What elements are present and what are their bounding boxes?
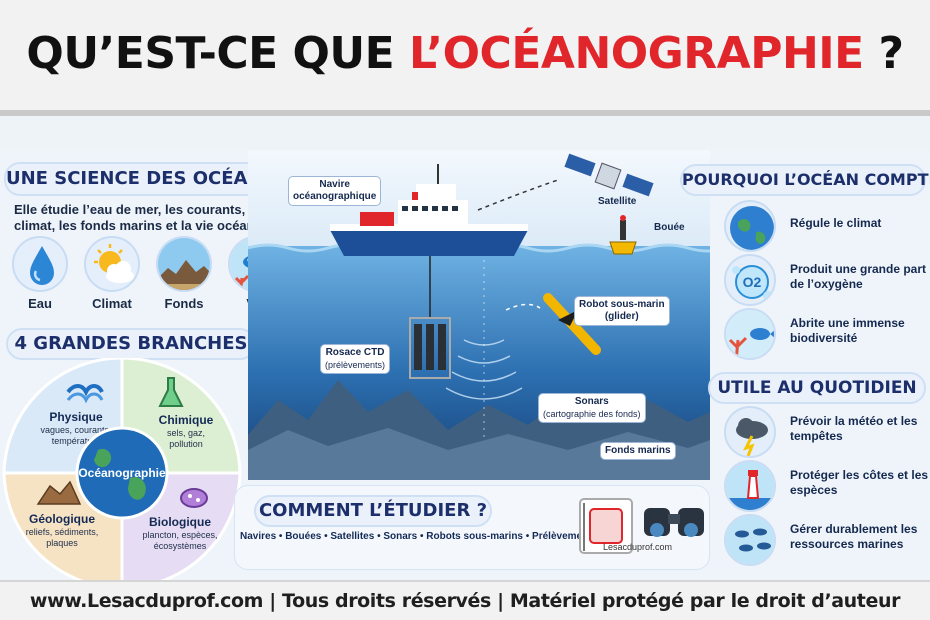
ctd-label-1: Rosace CTD xyxy=(325,347,385,358)
daily-item-coast: Protéger les côtes et les espèces xyxy=(724,460,930,512)
ocean-illustration xyxy=(247,150,729,480)
branch-title-physique: Physique xyxy=(49,410,103,424)
study-methods: Navires • Bouées • Satellites • Sonars •… xyxy=(240,531,598,542)
branch-title-chimique: Chimique xyxy=(159,413,214,427)
branch-sub-biologique-2: écosystèmes xyxy=(154,541,207,551)
page-title: QU’EST-CE QUE L’OCÉANOGRAPHIE ? xyxy=(0,28,930,79)
daily-text-resources: Gérer durablement les ressources marines xyxy=(790,522,918,551)
rock-icon xyxy=(36,480,82,505)
water-drop-icon xyxy=(12,236,68,292)
earth-icon xyxy=(724,200,776,252)
glider-label-2: (glider) xyxy=(604,311,639,322)
branch-sub-chimique-2: pollution xyxy=(169,439,203,449)
title-bar: QU’EST-CE QUE L’OCÉANOGRAPHIE ? xyxy=(0,0,930,116)
footer-text: www.Lesacduprof.com | Tous droits réserv… xyxy=(29,590,901,612)
buoy-icon xyxy=(609,215,637,255)
seabed-label: Fonds marins xyxy=(600,442,676,460)
why-item-biodiversity: Abrite une immense biodiversité xyxy=(724,308,930,360)
title-part-1: QU’EST-CE QUE xyxy=(26,28,409,79)
svg-text:O2: O2 xyxy=(743,274,762,290)
daily-item-resources: Gérer durablement les ressources marines xyxy=(724,514,930,566)
branches-center-label: Océanographie xyxy=(78,466,166,480)
sonar-callout: Sonars (cartographie des fonds) xyxy=(538,393,646,423)
why-item-climate: Régule le climat xyxy=(724,200,930,252)
notebook-logo-icon xyxy=(579,498,633,554)
title-divider xyxy=(0,110,930,116)
sonar-label-1: Sonars xyxy=(574,396,609,407)
sonar-label-2: (cartographie des fonds) xyxy=(543,409,641,419)
why-item-oxygen: O2 Produit une grande part de l’oxygène xyxy=(724,254,930,306)
why-heading: POURQUOI L’OCÉAN COMPTE xyxy=(680,164,930,196)
daily-text-weather: Prévoir la météo et les tempêtes xyxy=(790,414,918,443)
daily-item-weather: Prévoir la météo et les tempêtes xyxy=(724,406,930,458)
infographic-body: UNE SCIENCE DES OCÉANS Elle étudie l’eau… xyxy=(0,150,930,588)
icon-label-climat: Climat xyxy=(92,296,132,311)
satellite-icon xyxy=(564,153,654,197)
ocean-scene: Navire océanographique Satellite Bouée R… xyxy=(247,150,729,480)
coral-fish-icon xyxy=(724,308,776,360)
binoculars-icon xyxy=(644,508,704,537)
earth-globe-icon xyxy=(75,426,169,520)
seabed-icon xyxy=(156,236,212,292)
glider-icon xyxy=(543,293,601,355)
buoy-label: Bouée xyxy=(654,222,685,233)
wave-icon xyxy=(66,384,104,404)
title-part-2: L’OCÉANOGRAPHIE xyxy=(409,28,864,79)
ship-callout: Navire océanographique xyxy=(288,176,382,206)
branch-sub-chimique-1: sels, gaz, xyxy=(167,428,205,438)
branch-sub-biologique-1: plancton, espèces, xyxy=(142,530,217,540)
branch-sub-physique-2: température xyxy=(52,436,101,446)
ctd-rosette-icon xyxy=(409,256,451,379)
ctd-label-2: (prélèvements) xyxy=(325,360,386,370)
microbe-icon xyxy=(180,488,208,508)
oxygen-icon: O2 xyxy=(724,254,776,306)
flask-icon xyxy=(158,377,184,407)
why-text-biodiversity: Abrite une immense biodiversité xyxy=(790,316,905,345)
ctd-callout: Rosace CTD (prélèvements) xyxy=(320,344,391,374)
daily-text-coast: Protéger les côtes et les espèces xyxy=(790,468,929,497)
ship-label-1: Navire xyxy=(319,179,350,190)
storm-icon xyxy=(724,406,776,458)
glider-label-1: Robot sous-marin xyxy=(579,299,665,310)
icon-label-fonds: Fonds xyxy=(164,296,204,311)
branches-heading: 4 GRANDES BRANCHES xyxy=(6,328,256,360)
branches-wheel: Physique vagues, courants, température C… xyxy=(2,358,242,588)
branch-title-biologique: Biologique xyxy=(149,515,211,529)
branch-sub-geologique-1: reliefs, sédiments, xyxy=(26,527,99,537)
branch-sub-geologique-2: plaques xyxy=(46,538,78,548)
study-heading: COMMENT L’ÉTUDIER ? xyxy=(254,495,492,527)
science-description: Elle étudie l’eau de mer, les courants, … xyxy=(14,202,285,233)
lighthouse-icon xyxy=(724,460,776,512)
science-heading: UNE SCIENCE DES OCÉANS xyxy=(4,162,275,196)
glider-callout: Robot sous-marin (glider) xyxy=(574,296,670,326)
daily-heading: UTILE AU QUOTIDIEN xyxy=(708,372,926,404)
satellite-label: Satellite xyxy=(598,196,637,207)
research-ship xyxy=(330,164,528,256)
why-text-climate: Régule le climat xyxy=(790,216,882,230)
why-text-oxygen: Produit une grande part de l’oxygène xyxy=(790,262,927,291)
site-label: Lesacduprof.com xyxy=(603,542,673,552)
footer: www.Lesacduprof.com | Tous droits réserv… xyxy=(0,580,930,620)
fish-school-icon xyxy=(724,514,776,566)
title-part-3: ? xyxy=(863,28,905,79)
ship-label-2: océanographique xyxy=(293,191,377,202)
sun-cloud-icon xyxy=(84,236,140,292)
branch-sub-physique-1: vagues, courants, xyxy=(40,425,111,435)
icon-label-eau: Eau xyxy=(28,296,52,311)
branch-title-geologique: Géologique xyxy=(29,512,95,526)
